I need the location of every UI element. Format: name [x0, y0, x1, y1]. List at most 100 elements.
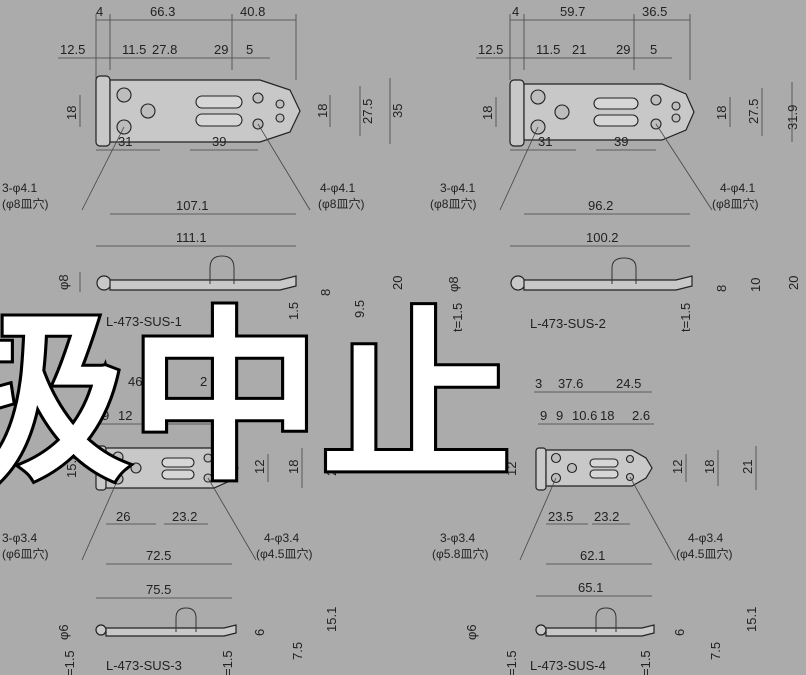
dim-top-2: 59.7 — [560, 4, 585, 19]
dim-second-3: 21 — [572, 42, 586, 57]
dim-bottom-2: 39 — [614, 134, 628, 149]
dim-right-height-3: 35 — [390, 104, 405, 118]
hole-left-count: 3-φ4.1 — [440, 181, 475, 195]
dim-second-5: 5 — [246, 42, 253, 57]
hole-right-count: 4-φ4.1 — [720, 181, 755, 195]
dim-second-2: 11.5 — [122, 42, 146, 57]
discontinued-stamp: 扱中止 — [0, 289, 515, 509]
dim-length-inner: 72.5 — [146, 548, 171, 563]
dim-second-3: 27.8 — [152, 42, 177, 57]
side-h2: 6 — [252, 629, 267, 636]
dim-left-height: 18 — [64, 106, 79, 120]
hole-left-count: 3-φ3.4 — [2, 531, 37, 545]
side-h1: =1.5 — [638, 650, 653, 675]
dim-second-1: 12.5 — [478, 42, 503, 57]
dim-second-4: 18 — [600, 408, 614, 423]
dim-top-1: 4 — [512, 4, 519, 19]
dim-left-height: 15.5 — [64, 453, 79, 478]
view-4: 3 37.6 24.5 9 9 10.6 18 2.6 12 12 18 21 … — [432, 376, 759, 675]
view-1: 4 66.3 40.8 12.5 11.5 27.8 29 5 18 18 27… — [2, 4, 405, 329]
side-h1: =1.5 — [220, 650, 235, 675]
side-pin-dia: φ8 — [446, 276, 461, 292]
dim-second-1: 12.5 — [60, 42, 85, 57]
side-thickness: t=1.5 — [450, 303, 465, 332]
model-label: L-473-SUS-4 — [530, 658, 606, 673]
side-h2: 8 — [714, 285, 729, 292]
dim-length-overall: 65.1 — [578, 580, 603, 595]
hole-right-csk: (φ8皿穴) — [318, 196, 364, 211]
dim-second-3: 18 — [176, 408, 190, 423]
model-label: L-473-SUS-1 — [106, 314, 182, 329]
dim-bottom-2: 23.2 — [172, 509, 197, 524]
dim-second-1: 9 — [540, 408, 547, 423]
dim-second-3: 10.6 — [572, 408, 597, 423]
hole-left-csk: (φ5.8皿穴) — [432, 546, 488, 561]
dim-length-overall: 111.1 — [176, 230, 207, 245]
dim-top-2: 37.6 — [558, 376, 583, 391]
dim-second-4: 29 — [214, 42, 228, 57]
model-label: L-473-SUS-3 — [106, 658, 182, 673]
hole-right-csk: (φ8皿穴) — [712, 196, 758, 211]
dim-right-height-1: 12 — [670, 460, 685, 474]
side-h4: 15.1 — [324, 607, 339, 632]
side-pin-dia: φ6 — [464, 624, 479, 640]
dim-right-height-2: 27.5 — [746, 99, 761, 124]
side-h1: t=1.5 — [678, 303, 693, 332]
dim-second-2: 12 — [118, 408, 132, 423]
dim-bottom-1: 31 — [538, 134, 552, 149]
hole-left-count: 3-φ4.1 — [2, 181, 37, 195]
hole-right-count: 4-φ3.4 — [688, 531, 723, 545]
dim-length-inner: 96.2 — [588, 198, 613, 213]
dim-top-3: 40.8 — [240, 4, 265, 19]
dim-bottom-1: 26 — [116, 509, 130, 524]
dim-top-3: 36.5 — [642, 4, 667, 19]
dim-top-1: 4 — [96, 4, 103, 19]
side-h4: 20 — [786, 276, 801, 290]
side-h1: 1.5 — [286, 302, 301, 320]
hole-left-csk: (φ6皿穴) — [2, 546, 48, 561]
dim-right-height-1: 12 — [252, 460, 267, 474]
side-pin-dia: φ6 — [56, 624, 71, 640]
dim-top-3: 24.5 — [616, 376, 641, 391]
dim-length-inner: 107.1 — [176, 198, 209, 213]
dim-top-2: 2 — [200, 374, 207, 389]
side-h4: 15.1 — [744, 607, 759, 632]
hole-right-csk: (φ4.5皿穴) — [676, 546, 732, 561]
dim-top-1: 46 — [128, 374, 142, 389]
side-thickness: =1.5 — [62, 650, 77, 675]
stamp-text: 扱中止 — [0, 292, 512, 506]
hole-left-csk: (φ8皿穴) — [2, 196, 48, 211]
dim-second-1: 9 — [102, 408, 109, 423]
dim-left-height: 18 — [480, 106, 495, 120]
view-3: 46 2 9 12 18 15.5 12 18 2 26 23.2 3-φ3.4… — [2, 374, 339, 675]
dim-top-2: 66.3 — [150, 4, 175, 19]
side-h3: 7.5 — [290, 642, 305, 660]
side-h2: 9.5 — [352, 300, 367, 318]
dim-second-5: 2.6 — [632, 408, 650, 423]
dim-top-1: 3 — [535, 376, 542, 391]
side-h3: 10 — [748, 278, 763, 292]
side-h4: 20 — [390, 276, 405, 290]
side-h3: 7.5 — [708, 642, 723, 660]
dim-right-height-2: 27.5 — [360, 99, 375, 124]
view-2: 4 59.7 36.5 12.5 11.5 21 29 5 18 18 27.5… — [430, 4, 801, 332]
dim-second-2: 9 — [556, 408, 563, 423]
side-h3: 8 — [318, 289, 333, 296]
hole-right-count: 4-φ3.4 — [264, 531, 299, 545]
dim-bottom-1: 23.5 — [548, 509, 573, 524]
dim-right-height-2: 18 — [286, 460, 301, 474]
dim-second-2: 11.5 — [536, 42, 560, 57]
dim-right-height-3: 21 — [740, 460, 755, 474]
dim-right-height-1: 18 — [315, 104, 330, 118]
hole-right-csk: (φ4.5皿穴) — [256, 546, 312, 561]
model-label: L-473-SUS-2 — [530, 316, 606, 331]
dim-right-height-3: 2 — [324, 469, 339, 476]
hole-right-count: 4-φ4.1 — [320, 181, 355, 195]
dim-right-height-3: 31.9 — [785, 105, 800, 130]
hole-left-csk: (φ8皿穴) — [430, 196, 476, 211]
dim-second-4: 29 — [616, 42, 630, 57]
hole-left-count: 3-φ3.4 — [440, 531, 475, 545]
dim-length-overall: 75.5 — [146, 582, 171, 597]
dim-length-overall: 100.2 — [586, 230, 619, 245]
